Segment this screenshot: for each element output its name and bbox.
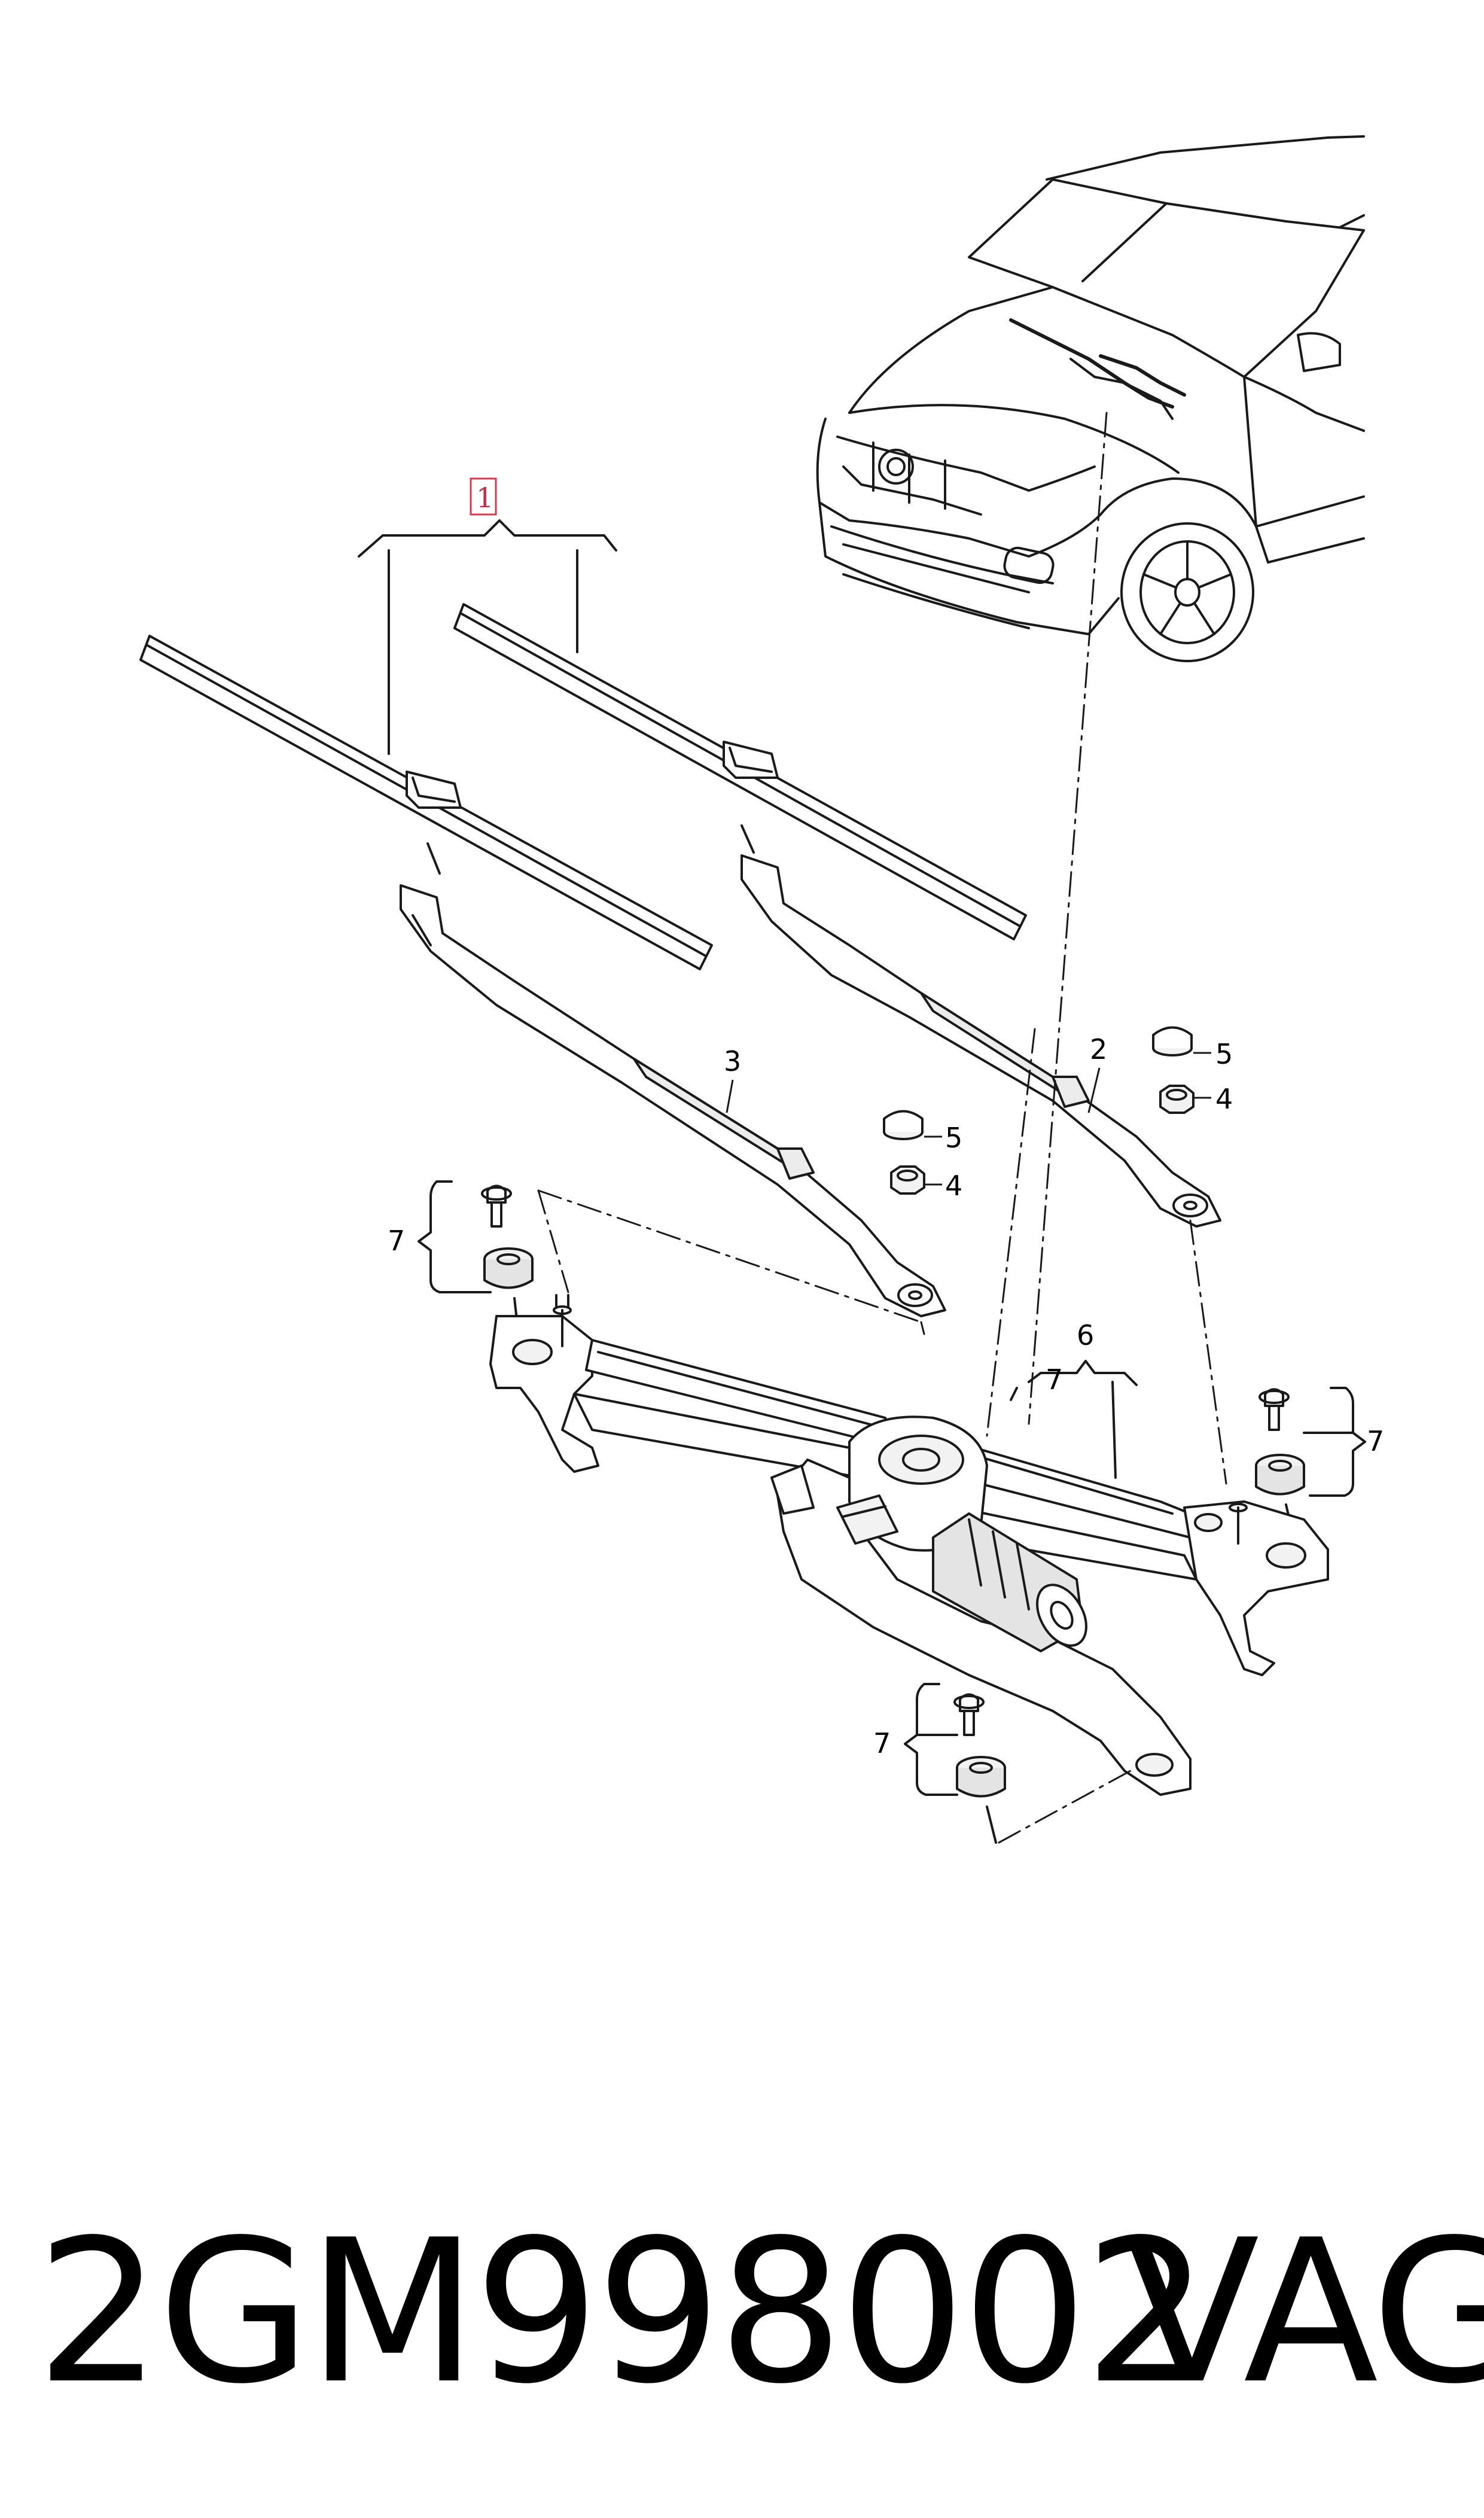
callout-1: 1 xyxy=(476,482,493,514)
callout-5-right: 5 xyxy=(1215,1038,1233,1070)
callout-1-highlight-box xyxy=(470,477,497,516)
assembly-lines xyxy=(537,412,1227,1844)
callout-2-leader xyxy=(1087,1067,1101,1113)
callout-7-right: 7 xyxy=(1367,1425,1384,1457)
cap-left xyxy=(883,1110,924,1140)
nut-left xyxy=(890,1165,925,1195)
wiper-blade-right xyxy=(453,603,1027,940)
callout-7-left: 7 xyxy=(388,1225,405,1257)
callout-5-left: 5 xyxy=(945,1122,962,1154)
callout-3-leader xyxy=(726,1079,734,1113)
nut-right xyxy=(1159,1085,1194,1114)
callout-labels: 1 2 3 5 4 5 4 6 7 7 7 7 xyxy=(388,477,1384,1759)
callout-6-sub-7: 7 xyxy=(1046,1363,1063,1396)
cap-right xyxy=(1152,1026,1193,1056)
mount-right xyxy=(1255,1388,1305,1545)
callout-4-left: 4 xyxy=(945,1170,962,1202)
callout-1-bracket xyxy=(358,519,755,875)
callout-7-bottom: 7 xyxy=(873,1727,891,1759)
callout-6: 6 xyxy=(1077,1319,1094,1351)
wiper-arm-right xyxy=(741,854,1221,1228)
wiper-blade-left xyxy=(139,635,713,970)
wiper-arm-left xyxy=(400,884,946,1317)
wiper-linkage-with-motor xyxy=(489,1294,1329,1796)
car-illustration xyxy=(816,135,1365,662)
mount-bottom xyxy=(953,1693,1006,1844)
brand-name: VAG xyxy=(1125,2197,1484,2427)
callout-3: 3 xyxy=(724,1045,741,1077)
callout-2: 2 xyxy=(1090,1033,1107,1065)
callout-brackets xyxy=(418,1180,1366,1796)
callout-4-right: 4 xyxy=(1215,1083,1233,1115)
part-number: 2GM998002 xyxy=(36,2197,1209,2427)
